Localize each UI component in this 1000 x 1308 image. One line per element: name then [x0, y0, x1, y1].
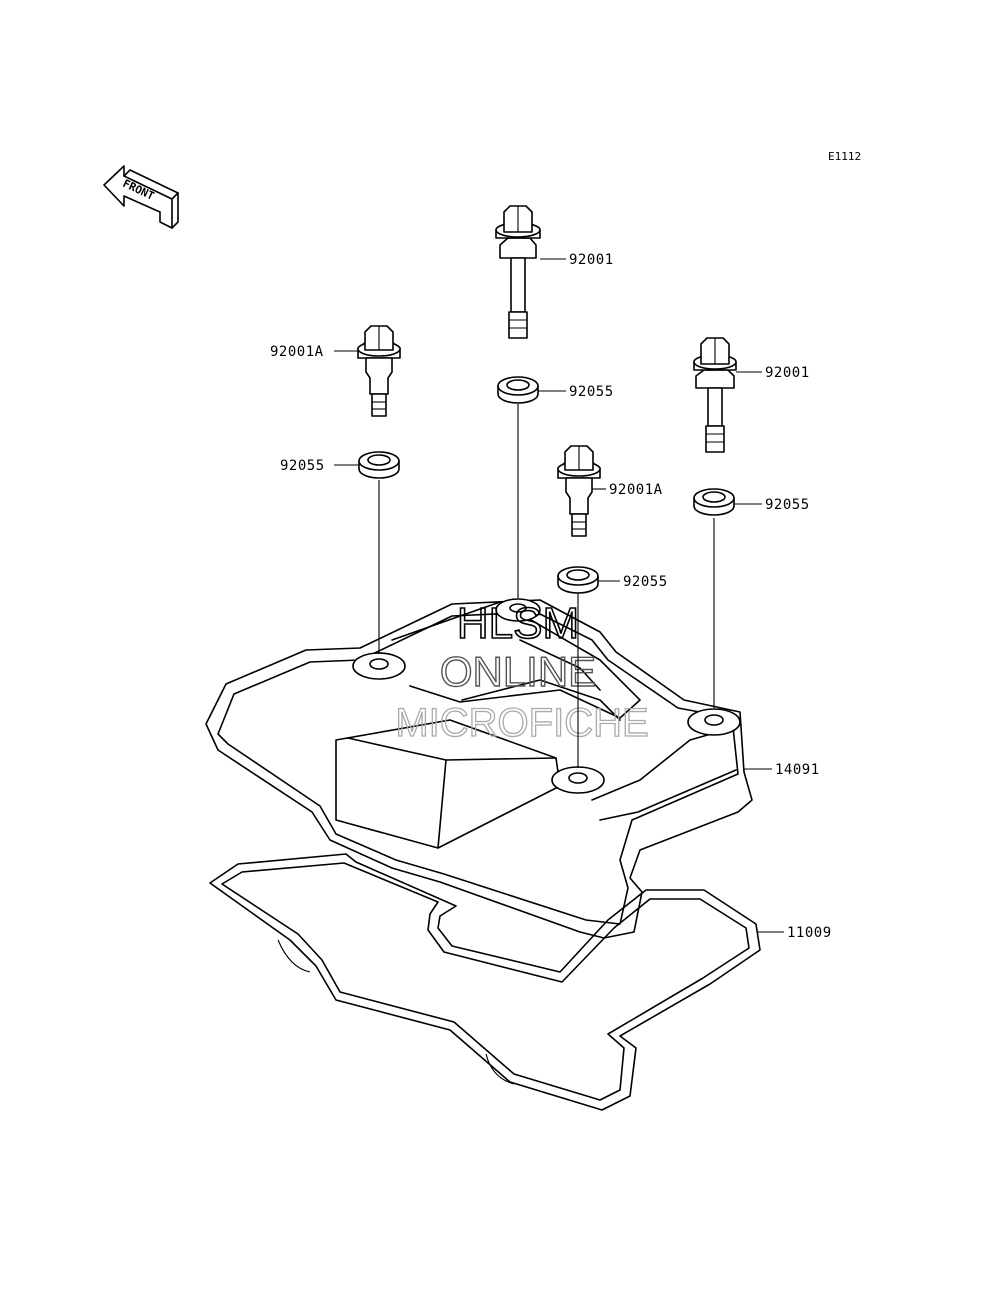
watermark-line2: ONLINE — [440, 648, 596, 695]
washer-left — [358, 451, 400, 479]
watermark-line1: HLSM — [457, 599, 579, 648]
bolt-center — [557, 445, 601, 537]
washer-right — [693, 488, 735, 516]
part-label-bolt-center: 92001A — [609, 482, 663, 498]
cover-gasket — [209, 853, 761, 1111]
watermark-line3: MICROFICHE — [395, 701, 648, 745]
part-labels: 92001 92001A 92001 92055 92055 92001A 92… — [270, 252, 832, 941]
front-arrow-icon: FRONT — [103, 165, 179, 229]
bolt-top-center — [495, 205, 541, 339]
bolt-left — [357, 325, 401, 417]
leader-lines — [334, 258, 784, 933]
part-label-washer-left: 92055 — [280, 458, 325, 474]
part-label-washer-right: 92055 — [765, 497, 810, 513]
part-label-bolt-left: 92001A — [270, 344, 324, 360]
part-label-bolt-right: 92001 — [765, 365, 810, 381]
part-label-washer-center: 92055 — [569, 384, 614, 400]
part-label-bolt-top-center: 92001 — [569, 252, 614, 268]
washer-center-lower — [557, 566, 599, 594]
part-label-head-cover: 14091 — [775, 762, 820, 778]
bolt-right — [693, 337, 737, 453]
part-label-washer-center-lower: 92055 — [623, 574, 668, 590]
watermark: HLSM ONLINE MICROFICHE — [395, 598, 650, 745]
part-label-cover-gasket: 11009 — [787, 925, 832, 941]
washer-center — [497, 376, 539, 404]
diagram-code: E1112 — [828, 150, 861, 163]
alignment-lines — [378, 404, 715, 768]
head-cover — [205, 598, 753, 939]
